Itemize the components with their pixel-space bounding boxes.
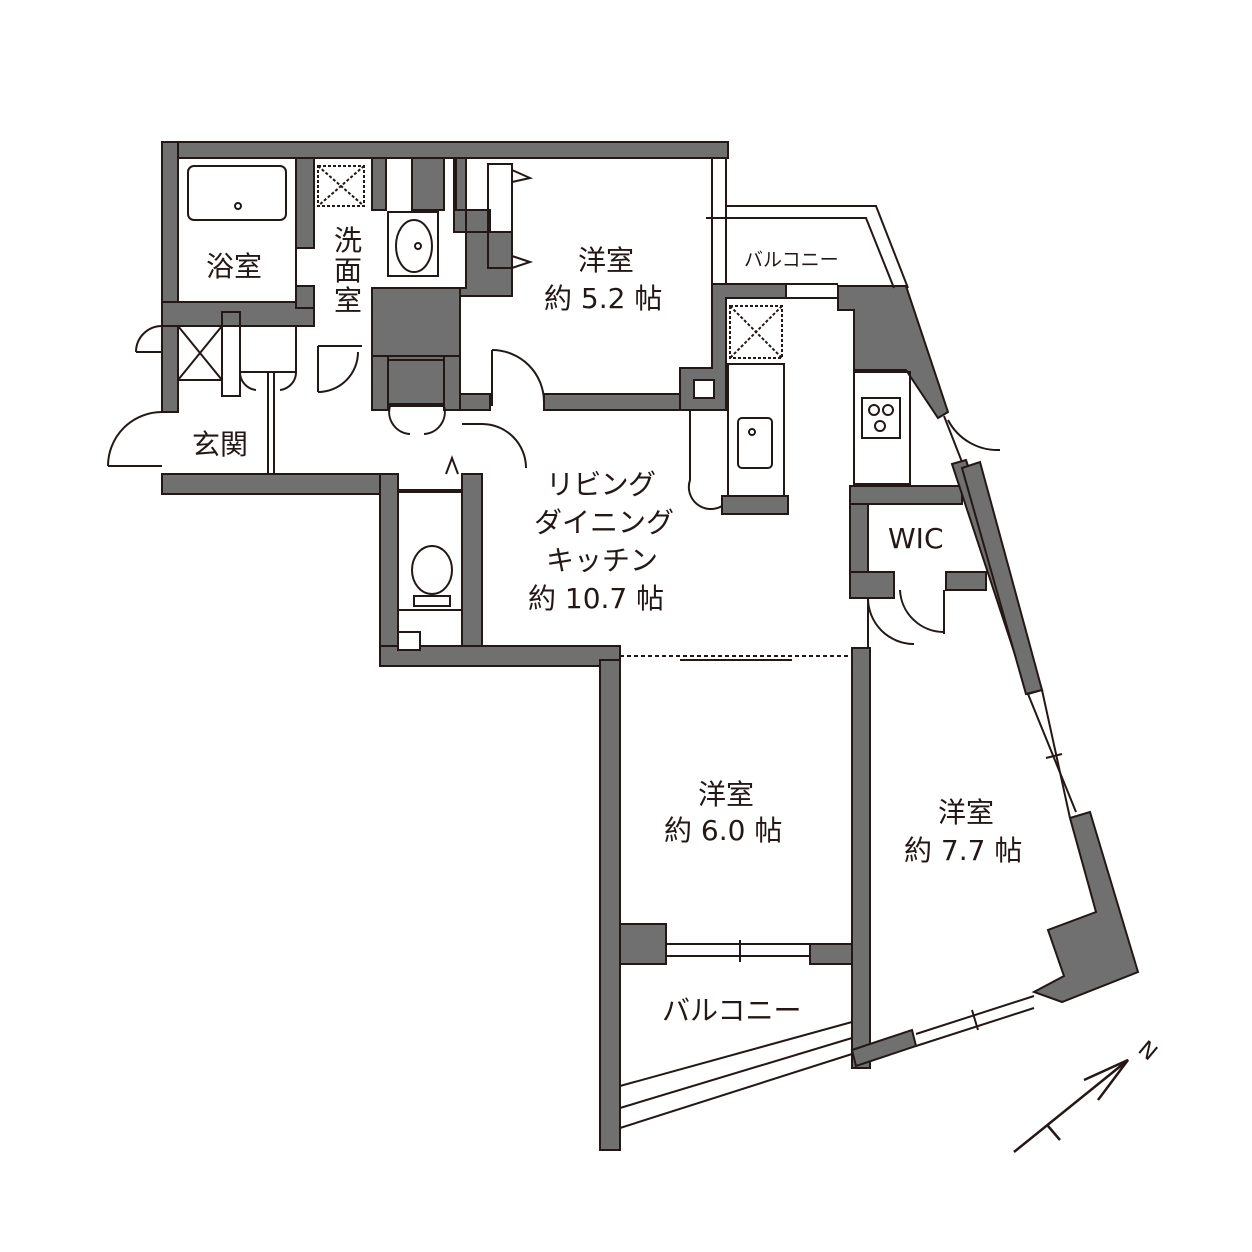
entry-door-swing — [107, 411, 163, 467]
wall-room1-east — [679, 283, 787, 411]
label-room2-area: 約 6.0 帖 — [664, 814, 782, 847]
wall-room1-south-w — [459, 393, 491, 411]
wall-wic-south-w — [849, 571, 895, 599]
compass-label: N — [1133, 1036, 1162, 1066]
label-washroom-1: 洗 — [334, 224, 362, 257]
label-room1-name: 洋室 — [578, 244, 634, 277]
label-ldk-2: ダイニング — [534, 506, 674, 539]
fridge-box — [729, 305, 783, 359]
label-washroom-2: 面 — [334, 254, 362, 287]
label-ldk-3: キッチン — [546, 544, 658, 577]
wash-basin — [395, 219, 433, 273]
label-entrance: 玄関 — [192, 428, 248, 461]
compass-arrow — [1013, 1058, 1129, 1153]
balcony-north-outline — [726, 205, 909, 289]
toilet-room — [397, 489, 463, 611]
toilet-shelf — [397, 631, 421, 651]
label-balcony-south: バルコニー — [662, 994, 801, 1027]
bathtub — [187, 165, 287, 221]
kitchen-counter — [727, 363, 785, 497]
wall-wash-stub-1 — [371, 157, 387, 211]
bath-drain — [234, 202, 242, 210]
wall-room2-east — [851, 647, 871, 1069]
label-wic: WIC — [888, 522, 944, 555]
toilet-tank — [413, 595, 451, 607]
wall-storage-west — [379, 473, 399, 667]
wall-room2-west — [599, 659, 621, 1151]
kitchen-counter-end — [721, 495, 789, 515]
label-room3-area: 約 7.7 帖 — [904, 834, 1022, 867]
wall-room2-south-e — [809, 943, 853, 965]
wall-bath-south — [161, 301, 315, 327]
wall-north — [161, 141, 729, 159]
wall-pillar-ne — [837, 285, 950, 420]
wall-closet-east — [443, 355, 461, 411]
label-ldk-1: リビング — [546, 468, 656, 501]
wall-room2-south-w — [619, 923, 667, 965]
wall-closet-west — [371, 355, 389, 411]
closet-box — [387, 359, 445, 407]
washer-box — [317, 165, 365, 207]
stove — [861, 397, 901, 439]
toilet-bowl — [411, 545, 453, 595]
label-room1-area: 約 5.2 帖 — [544, 282, 662, 315]
wall-entry-south — [161, 473, 399, 495]
wall-west-mid — [161, 325, 179, 413]
wall-wic-south-e — [945, 571, 987, 591]
kitchen-sink — [737, 417, 773, 469]
walls — [161, 141, 1140, 1151]
label-balcony-north: バルコニー — [744, 249, 839, 271]
wall-bath-east-lower — [295, 285, 315, 309]
label-ldk-area: 約 10.7 帖 — [528, 582, 664, 615]
label-room2-name: 洋室 — [698, 778, 754, 811]
wall-wic-north — [849, 485, 963, 505]
wall-core-block — [371, 287, 461, 357]
label-room3-name: 洋室 — [938, 796, 994, 829]
outlines — [107, 158, 1077, 1148]
pillar-small — [693, 379, 715, 399]
label-bathroom: 浴室 — [206, 250, 262, 283]
stove-counter — [853, 371, 911, 485]
vanity — [387, 211, 439, 277]
wall-west-upper — [161, 141, 179, 315]
wall-toilet-east — [461, 473, 483, 667]
label-washroom-3: 室 — [334, 284, 362, 317]
wall-wash-stub-2 — [411, 157, 445, 211]
wall-east-lower — [1031, 810, 1140, 1004]
wall-bath-east — [295, 157, 315, 249]
